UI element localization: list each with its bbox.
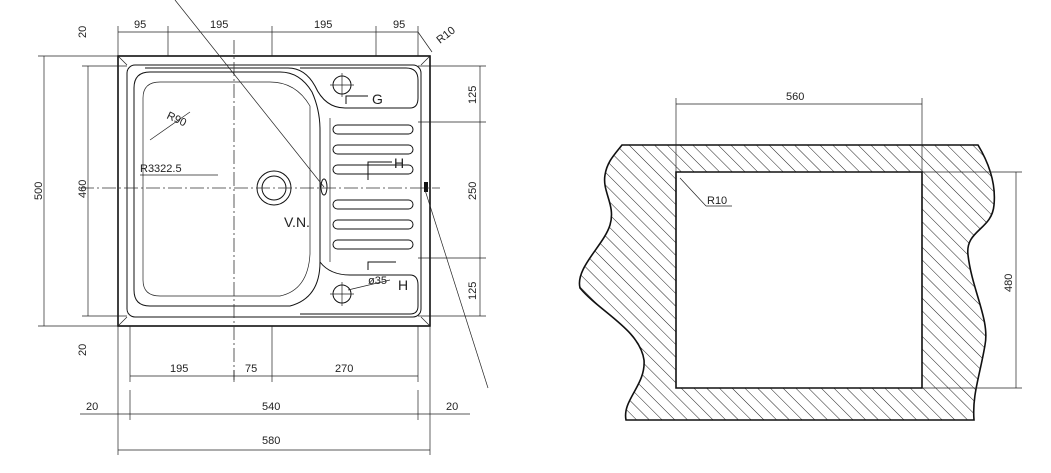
label-hole-h-bottom: H <box>398 277 408 293</box>
dim-overall-height: 500 <box>33 182 45 200</box>
dim-bottom-2: 75 <box>245 363 257 375</box>
sink-outer-outline <box>117 55 431 327</box>
cutout-view: 560 480 R10 <box>578 91 1022 421</box>
overall-width-dimension: 580 <box>118 435 430 451</box>
dim-right-margin: 20 <box>446 401 458 413</box>
dim-right-2: 250 <box>467 182 479 200</box>
cutout-corner-radius-label: R10 <box>707 195 727 207</box>
dim-bottom-3: 270 <box>335 363 353 375</box>
dim-right-3: 125 <box>467 282 479 300</box>
label-bowl-curve-radius: R3322.5 <box>140 163 182 175</box>
dim-right-1: 125 <box>467 86 479 104</box>
bowl-outline <box>133 71 321 307</box>
label-bowl-radius: R90 <box>165 110 188 129</box>
top-dimensions: 95 195 195 95 R10 <box>117 19 458 56</box>
label-hole-diameter: ø35 <box>368 275 387 287</box>
label-hole-h-mid: H <box>394 155 404 171</box>
dim-bottom-1: 195 <box>170 363 188 375</box>
bottom-dimensions-row2: 20 540 20 <box>80 326 470 455</box>
label-hole-g: G <box>372 91 383 107</box>
cutout-height-label: 480 <box>1003 274 1015 292</box>
left-dimensions: 500 460 20 20 <box>33 26 127 356</box>
dim-inner-width: 540 <box>262 401 280 413</box>
dim-inner-height: 460 <box>77 180 89 198</box>
dim-corner-radius: R10 <box>434 24 457 46</box>
label-drain: V.N. <box>284 214 310 230</box>
bottom-dimensions-row1: 195 75 270 <box>129 326 419 382</box>
dim-left-margin: 20 <box>86 401 98 413</box>
drainboard-ribs <box>329 118 414 262</box>
right-dimensions: 125 250 125 <box>418 65 486 317</box>
countertop-hatched <box>578 144 996 421</box>
bowl-outline-outer <box>145 67 419 109</box>
tap-hole-bottom <box>330 282 354 306</box>
sink-inner-rim <box>126 64 422 318</box>
dim-top-4: 95 <box>393 19 405 31</box>
overflow-slot <box>320 178 328 196</box>
bowl-inner-curve <box>142 81 311 297</box>
dim-bottom-margin: 20 <box>77 344 89 356</box>
dim-top-margin: 20 <box>77 26 89 38</box>
sink-plan-view: G H H R90 R3322.5 V.N. ø35 95 195 195 95… <box>33 0 489 455</box>
dim-top-3: 195 <box>314 19 332 31</box>
cutout-width-label: 560 <box>786 91 804 103</box>
dim-top-2: 195 <box>210 19 228 31</box>
dim-top-1: 95 <box>134 19 146 31</box>
dim-overall-width: 580 <box>262 435 280 447</box>
tap-hole-top <box>330 73 354 97</box>
